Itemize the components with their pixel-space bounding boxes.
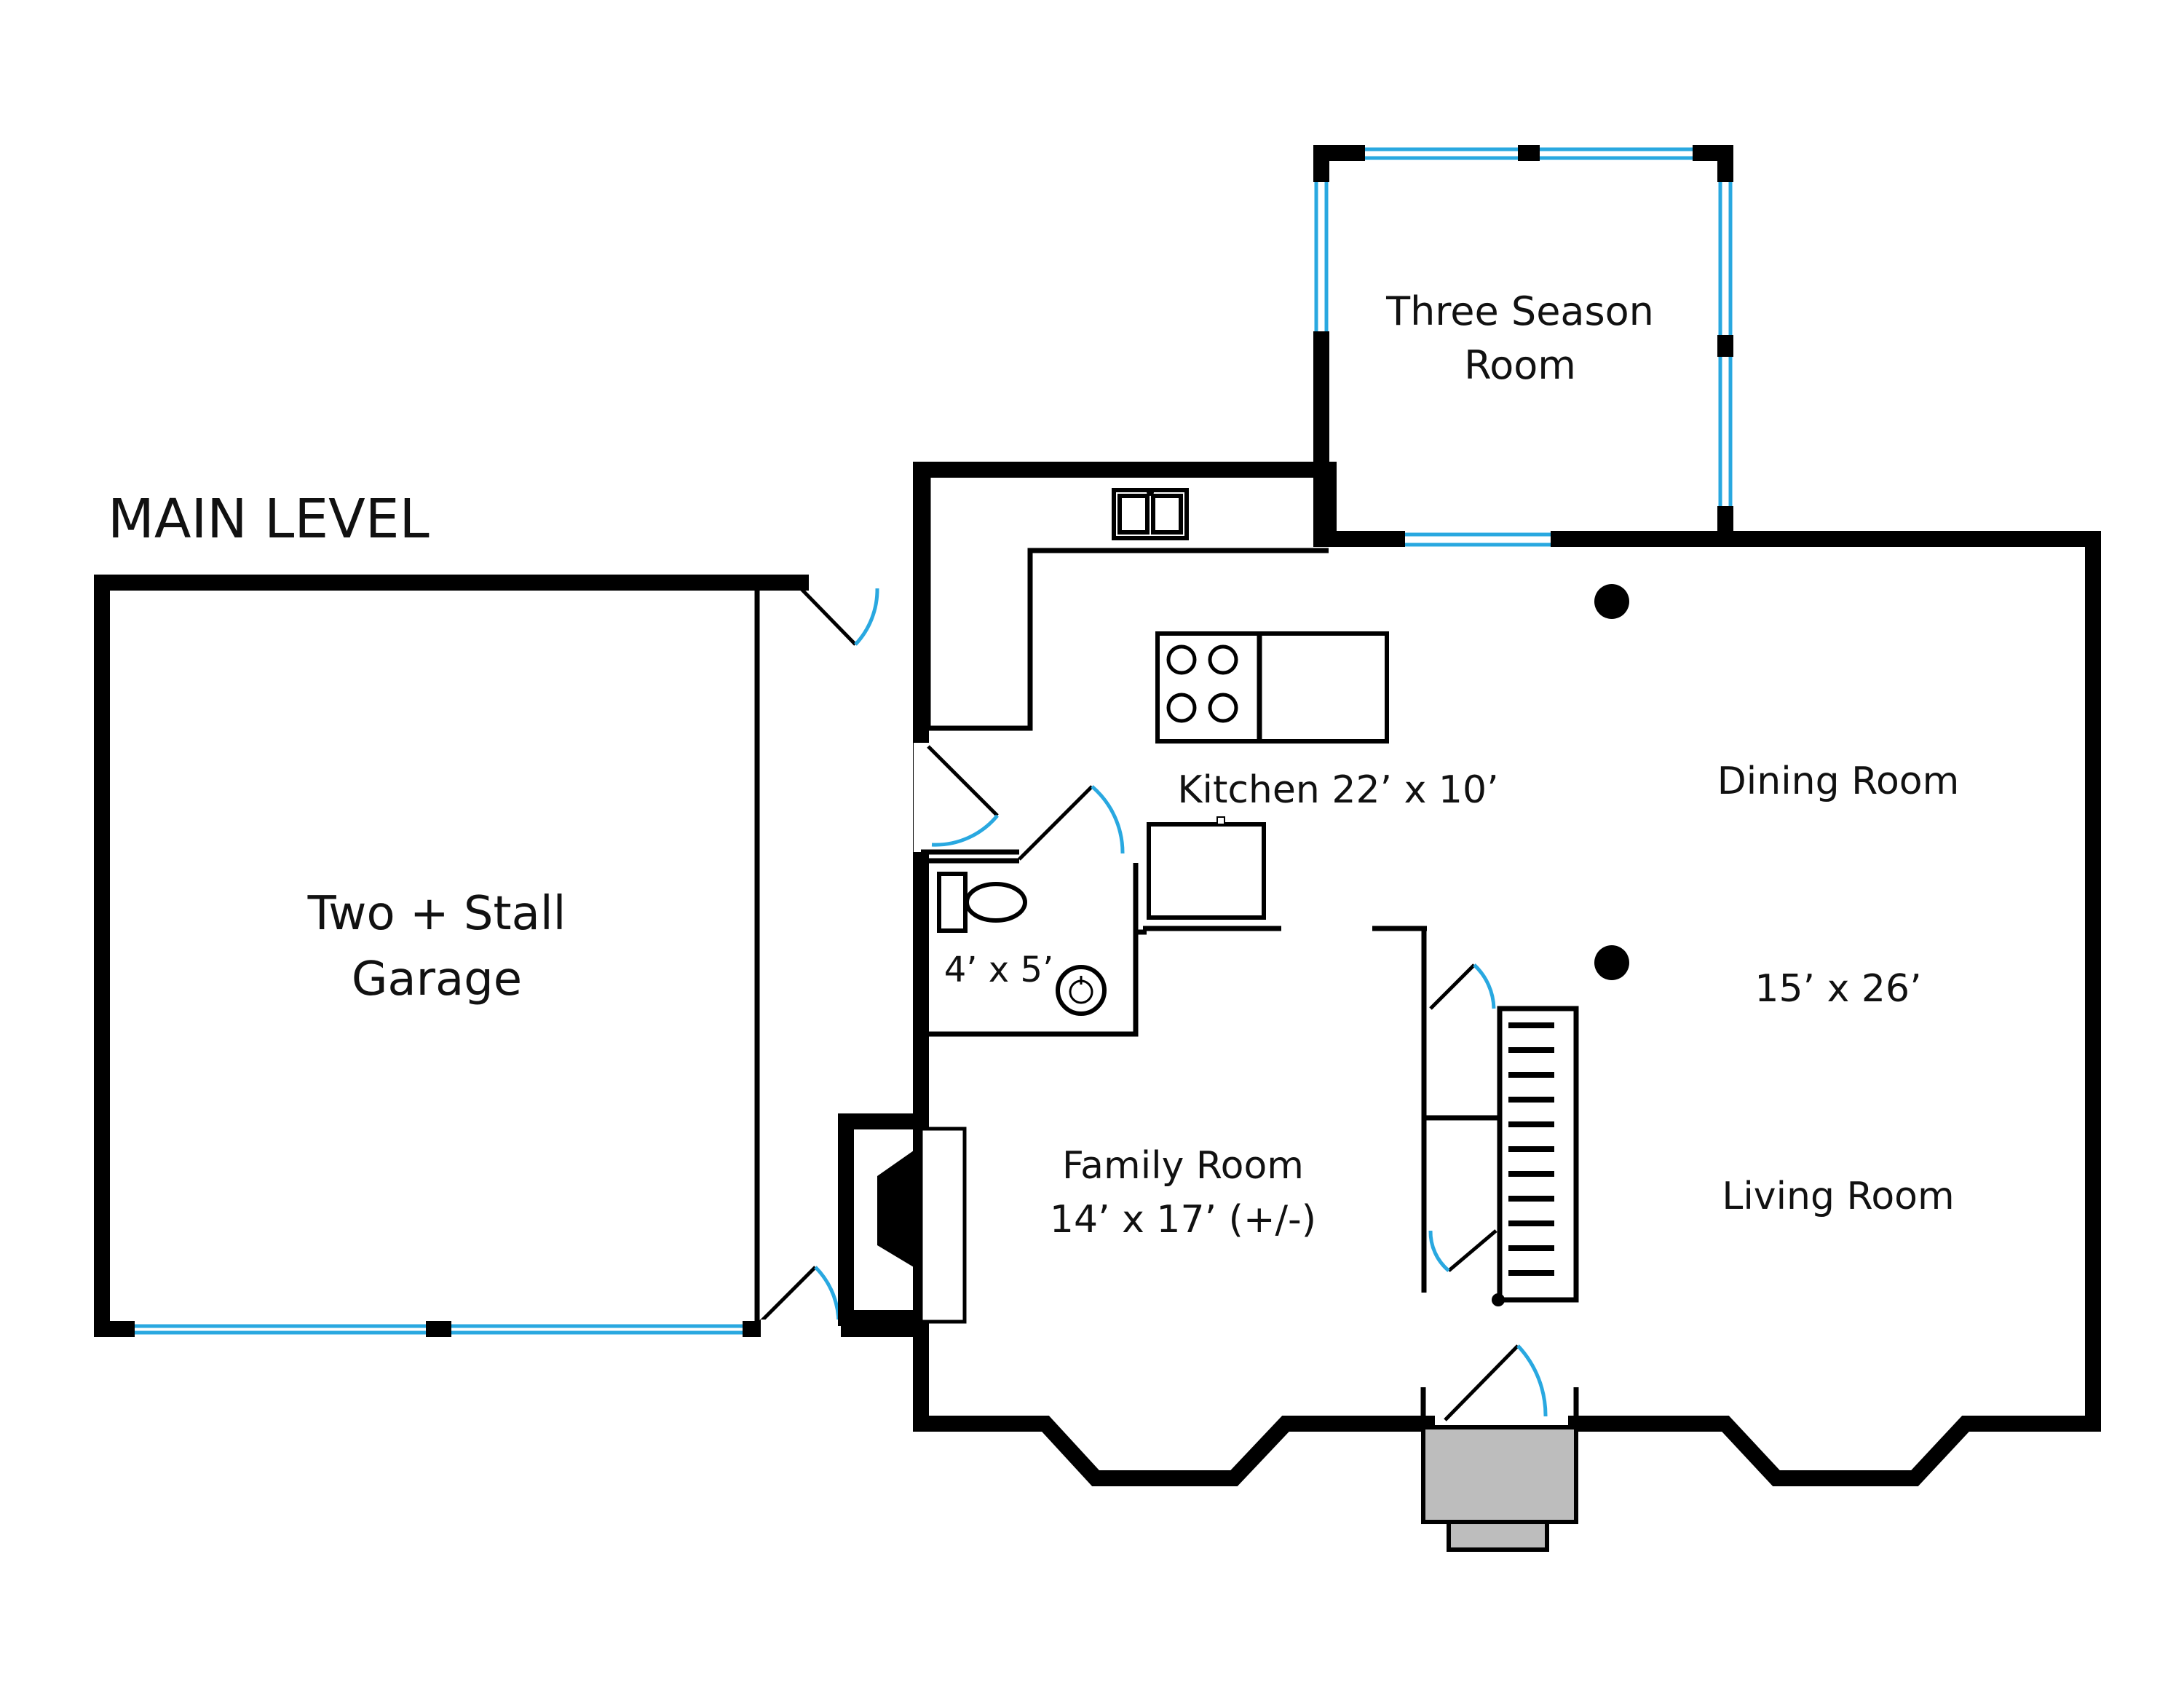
column-icon [1594, 584, 1629, 619]
bath-sink-icon [1056, 965, 1107, 1016]
living-room-label: Living Room [1722, 1175, 1954, 1218]
front-entry [1420, 1344, 1579, 1552]
cooktop-icon [1155, 631, 1389, 744]
staircase-icon [1492, 1006, 1579, 1306]
front-door[interactable] [1444, 1344, 1548, 1421]
half-bath-label: 4’ x 5’ [944, 950, 1054, 990]
toilet-icon [937, 872, 1027, 933]
family-room-size-label: 14’ x 17’ (+/-) [1050, 1198, 1316, 1242]
garage-entry-door[interactable] [798, 585, 879, 646]
kitchen-label: Kitchen 22’ x 10’ [1177, 768, 1498, 812]
plan-title: MAIN LEVEL [108, 488, 430, 551]
garage-label: Garage [352, 953, 522, 1006]
garage-side-door[interactable] [756, 1266, 841, 1327]
three-season-label: Three Season [1385, 288, 1654, 334]
closet-door[interactable] [1428, 1229, 1497, 1272]
fireplace-icon [838, 1113, 967, 1326]
family-room-label: Family Room [1062, 1144, 1304, 1188]
mudroom-door[interactable] [914, 743, 1019, 855]
kitchen-sink-icon [1112, 488, 1189, 540]
front-stoop [1421, 1425, 1578, 1524]
closet-door[interactable] [1429, 963, 1496, 1010]
kitchen-counter [925, 477, 1329, 731]
garage: Two + Stall Garage [94, 575, 809, 1338]
dining-room-label: Dining Room [1717, 760, 1959, 803]
garage-wall [94, 575, 809, 1337]
half-bath: 4’ x 5’ [921, 785, 1147, 1037]
column-icon [1594, 945, 1629, 980]
three-season-label: Room [1464, 342, 1576, 388]
stair-area [1421, 928, 1579, 1306]
front-step [1447, 1520, 1549, 1552]
refrigerator-icon [1147, 816, 1266, 920]
three-season-room: Three Season Room [1313, 145, 1734, 548]
garage-label: Two + Stall [307, 887, 566, 941]
half-bath-door[interactable] [1018, 785, 1125, 861]
kitchen: Kitchen 22’ x 10’ [925, 477, 1499, 931]
dining-size-label: 15’ x 26’ [1754, 967, 1921, 1011]
